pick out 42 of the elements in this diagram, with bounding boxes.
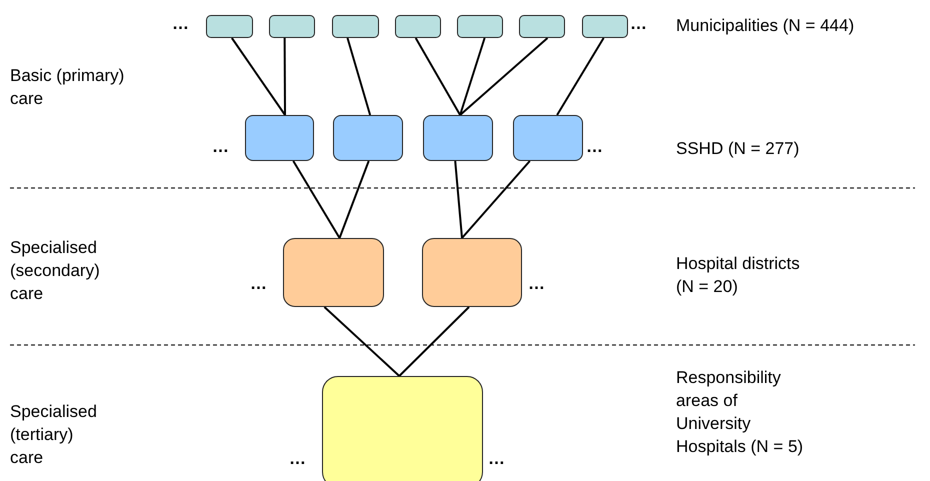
connector-line [454,160,463,238]
tier-label: Responsibility areas of University Hospitals (N = 5) [676,367,804,458]
tier-label: Basic (primary) care [10,65,126,110]
connector-line [324,306,400,377]
rounded-box [269,15,315,38]
connector-line [398,306,470,377]
connector-line [292,160,340,239]
rounded-box [513,115,583,161]
tier-label: Specialised (tertiary) care [10,401,98,469]
rounded-box [395,15,441,38]
ellipsis: … [172,15,190,32]
connector-line [459,37,548,116]
rounded-box [283,238,384,307]
ellipsis: … [586,138,604,155]
rounded-box [332,15,379,38]
ellipsis: … [528,275,546,292]
ellipsis: … [250,275,268,292]
connector-line [284,38,286,115]
rounded-box [333,115,403,161]
rounded-box [422,238,522,307]
tier-label: Specialised (secondary) care [10,237,101,305]
tier-label: Hospital districts (N = 20) [676,253,801,298]
rounded-box [519,15,565,38]
connector-line [346,38,372,116]
ellipsis: … [630,15,648,32]
tier-label: Municipalities (N = 444) [676,15,854,37]
ellipsis: … [488,450,506,467]
connector-line [459,38,486,116]
connector-line [461,160,531,239]
rounded-box [423,115,493,161]
rounded-box [582,15,628,38]
connector-line [338,160,370,238]
connector-line [414,38,461,116]
ellipsis: … [289,450,307,467]
connector-line [231,37,286,116]
tier-label: SSHD (N = 277) [676,138,800,160]
rounded-box [322,376,483,481]
rounded-box [245,115,314,161]
rounded-box [457,15,503,38]
connector-line [556,37,604,116]
rounded-box [206,15,253,38]
ellipsis: … [212,138,230,155]
